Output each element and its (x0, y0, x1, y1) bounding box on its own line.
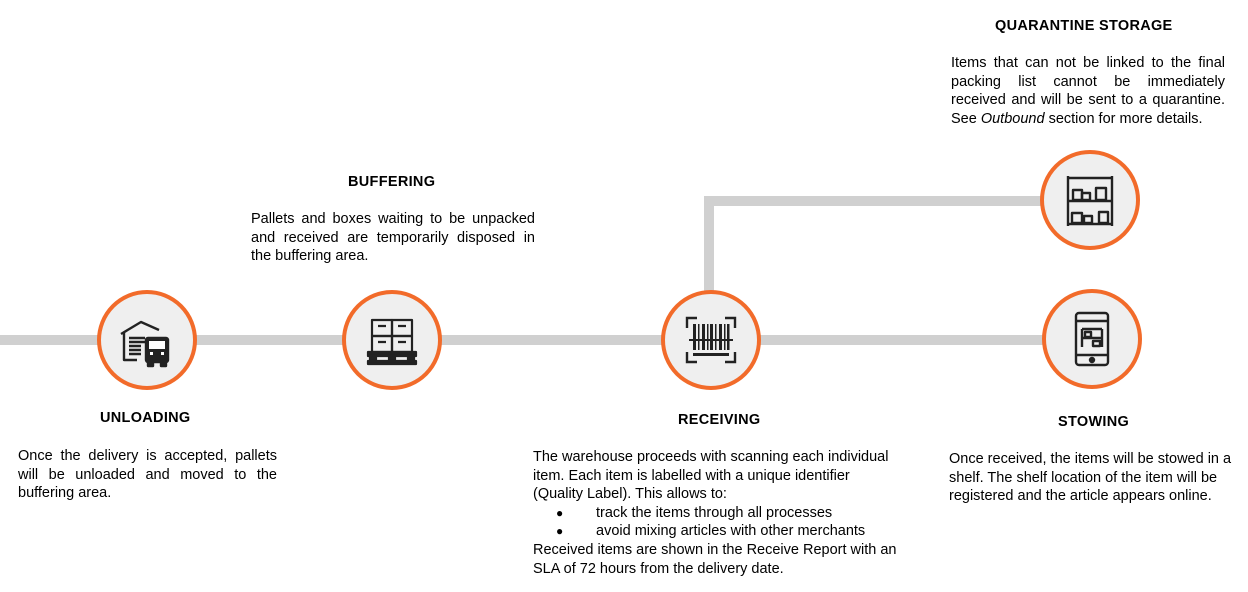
stowing-node (1042, 289, 1142, 389)
unloading-node (97, 290, 197, 390)
receiving-bullet-list: track the items through all processes av… (533, 504, 903, 541)
unloading-description: Once the delivery is accepted, pallets w… (18, 448, 277, 502)
quarantine-title: QUARANTINE STORAGE (995, 18, 1173, 34)
main-flow-line (0, 335, 1060, 345)
buffering-title: BUFFERING (348, 174, 436, 190)
quarantine-description: Items that can not be linked to the fina… (951, 54, 1225, 128)
storage-shelf-icon (1066, 176, 1114, 226)
quarantine-text-after: section for more details. (1044, 110, 1203, 127)
receiving-bullet-2: avoid mixing articles with other merchan… (533, 522, 903, 541)
branch-vertical-line (704, 196, 714, 297)
pallet-boxes-icon (366, 318, 418, 366)
quarantine-text-before: Items that can not be linked to the fina… (951, 55, 1225, 127)
stowing-title: STOWING (1058, 414, 1130, 430)
receiving-description: The warehouse proceeds with scanning eac… (533, 448, 903, 578)
quarantine-outbound-link-text: Outbound (980, 110, 1045, 127)
unloading-title: UNLOADING (100, 410, 191, 426)
receiving-intro: The warehouse proceeds with scanning eac… (533, 449, 889, 503)
tablet-shelf-icon (1074, 311, 1110, 367)
receiving-bullet-1: track the items through all processes (533, 504, 903, 523)
receiving-node (661, 290, 761, 390)
branch-horizontal-line (704, 196, 1054, 206)
quarantine-node (1040, 150, 1140, 250)
receiving-title: RECEIVING (678, 412, 761, 428)
barcode-scan-icon (685, 316, 737, 364)
buffering-node (342, 290, 442, 390)
receiving-outro: Received items are shown in the Receive … (533, 541, 897, 577)
warehouse-truck-icon (120, 320, 170, 368)
buffering-description: Pallets and boxes waiting to be unpacked… (251, 211, 535, 265)
stowing-description: Once received, the items will be stowed … (949, 451, 1232, 505)
